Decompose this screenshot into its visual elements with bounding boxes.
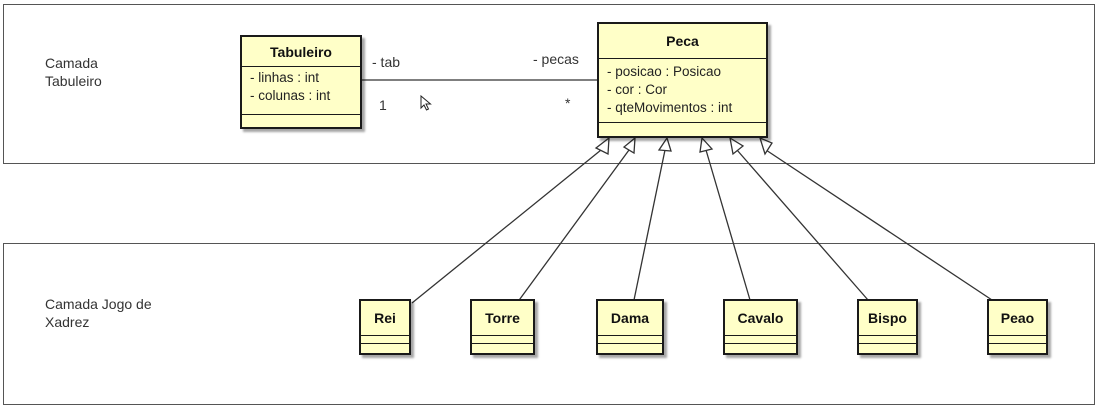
class-operations-peca xyxy=(599,123,766,136)
class-torre[interactable]: Torre xyxy=(470,299,535,355)
class-dama[interactable]: Dama xyxy=(596,299,664,355)
class-name-peao: Peao xyxy=(989,301,1046,336)
attribute-cor: - cor : Cor xyxy=(607,82,668,97)
class-cavalo[interactable]: Cavalo xyxy=(723,299,798,355)
layer-label-xadrez: Camada Jogo de Xadrez xyxy=(45,296,152,330)
association-role-pecas: - pecas xyxy=(533,51,579,67)
attribute-posicao: - posicao : Posicao xyxy=(607,64,722,79)
class-name-rei: Rei xyxy=(361,301,409,336)
class-bispo[interactable]: Bispo xyxy=(857,299,918,355)
association-multiplicity-many: * xyxy=(565,95,571,111)
class-operations-rei xyxy=(361,344,409,353)
class-attributes-peao xyxy=(989,336,1046,344)
class-name-torre: Torre xyxy=(472,301,533,336)
class-name-peca: Peca xyxy=(599,24,766,59)
layer-label-tabuleiro: Camada Tabuleiro xyxy=(45,55,102,89)
class-attributes-bispo xyxy=(859,336,916,344)
class-peca[interactable]: Peca - posicao : Posicao - cor : Cor - q… xyxy=(597,22,768,138)
layer-frame-tabuleiro xyxy=(3,4,1095,164)
class-operations-cavalo xyxy=(725,344,796,353)
attribute-colunas: - colunas : int xyxy=(250,88,331,103)
class-operations-torre xyxy=(472,344,533,353)
class-attributes-peca: - posicao : Posicao - cor : Cor - qteMov… xyxy=(599,59,766,123)
class-attributes-cavalo xyxy=(725,336,796,344)
class-name-tabuleiro: Tabuleiro xyxy=(242,37,360,67)
class-attributes-tabuleiro: - linhas : int - colunas : int xyxy=(242,67,360,115)
class-operations-tabuleiro xyxy=(242,115,360,127)
class-operations-peao xyxy=(989,344,1046,353)
class-name-dama: Dama xyxy=(598,301,662,336)
class-peao[interactable]: Peao xyxy=(987,299,1048,355)
layer-frame-xadrez xyxy=(3,243,1095,405)
attribute-linhas: - linhas : int xyxy=(250,70,320,85)
class-name-cavalo: Cavalo xyxy=(725,301,796,336)
association-multiplicity-one: 1 xyxy=(379,97,387,113)
attribute-qte-movimentos: - qteMovimentos : int xyxy=(607,100,733,115)
class-rei[interactable]: Rei xyxy=(359,299,411,355)
class-attributes-rei xyxy=(361,336,409,344)
mouse-pointer-icon xyxy=(420,95,432,111)
association-role-tab: - tab xyxy=(372,54,401,70)
class-attributes-dama xyxy=(598,336,662,344)
class-attributes-torre xyxy=(472,336,533,344)
class-operations-bispo xyxy=(859,344,916,353)
class-tabuleiro[interactable]: Tabuleiro - linhas : int - colunas : int xyxy=(240,35,362,129)
class-operations-dama xyxy=(598,344,662,353)
class-name-bispo: Bispo xyxy=(859,301,916,336)
